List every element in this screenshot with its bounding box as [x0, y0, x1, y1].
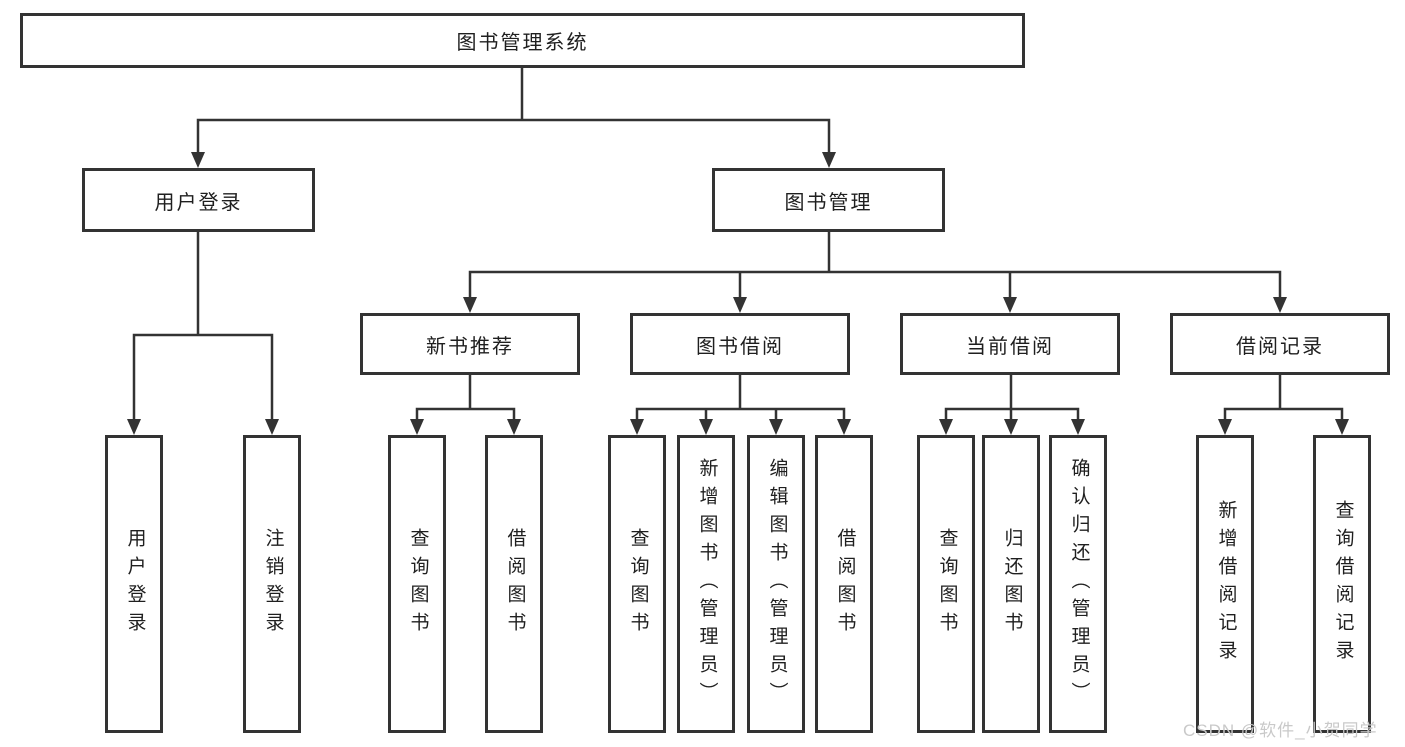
node-user-login-label: 用户登录: [154, 191, 243, 214]
node-book-borrowing-label: 图书借阅: [696, 335, 784, 358]
leaf-return-book: 归还图书: [982, 435, 1040, 733]
node-current-borrowing: 当前借阅: [900, 313, 1120, 375]
watermark: CSDN @软件_小贺同学: [1183, 721, 1378, 740]
leaf-add-book-admin-label: 新增图书（管理员）: [696, 458, 718, 710]
node-new-book-recommendation-label: 新书推荐: [426, 335, 514, 358]
leaf-borrow-books-borrow: 借阅图书: [815, 435, 873, 733]
node-borrowing-records: 借阅记录: [1170, 313, 1390, 375]
leaf-query-books-current: 查询图书: [917, 435, 975, 733]
leaf-edit-book-admin-label: 编辑图书（管理员）: [766, 458, 788, 710]
node-root: 图书管理系统: [20, 13, 1025, 68]
node-root-label: 图书管理系统: [456, 32, 589, 54]
node-borrowing-records-label: 借阅记录: [1236, 335, 1324, 358]
leaf-query-borrow-record-label: 查询借阅记录: [1332, 500, 1354, 668]
node-book-management: 图书管理: [712, 168, 945, 232]
node-current-borrowing-label: 当前借阅: [966, 335, 1054, 358]
leaf-query-books-current-label: 查询图书: [936, 528, 958, 640]
leaf-user-login-label: 用户登录: [124, 528, 146, 640]
leaf-logout: 注销登录: [243, 435, 301, 733]
node-book-management-label: 图书管理: [784, 191, 873, 214]
leaf-add-borrow-record: 新增借阅记录: [1196, 435, 1254, 733]
leaf-query-books-borrow: 查询图书: [608, 435, 666, 733]
leaf-add-book-admin: 新增图书（管理员）: [677, 435, 735, 733]
leaf-query-books-recommend: 查询图书: [388, 435, 446, 733]
leaf-borrow-books-recommend-label: 借阅图书: [504, 528, 526, 640]
leaf-user-login: 用户登录: [105, 435, 163, 733]
leaf-query-books-borrow-label: 查询图书: [627, 528, 649, 640]
node-new-book-recommendation: 新书推荐: [360, 313, 580, 375]
leaf-return-book-label: 归还图书: [1001, 528, 1023, 640]
leaf-edit-book-admin: 编辑图书（管理员）: [747, 435, 805, 733]
leaf-query-books-recommend-label: 查询图书: [407, 528, 429, 640]
leaf-borrow-books-recommend: 借阅图书: [485, 435, 543, 733]
leaf-borrow-books-borrow-label: 借阅图书: [834, 528, 856, 640]
leaf-logout-label: 注销登录: [262, 528, 284, 640]
leaf-confirm-return-admin: 确认归还（管理员）: [1049, 435, 1107, 733]
leaf-confirm-return-admin-label: 确认归还（管理员）: [1068, 458, 1090, 710]
leaf-query-borrow-record: 查询借阅记录: [1313, 435, 1371, 733]
leaf-add-borrow-record-label: 新增借阅记录: [1215, 500, 1237, 668]
node-book-borrowing: 图书借阅: [630, 313, 850, 375]
node-user-login: 用户登录: [82, 168, 315, 232]
